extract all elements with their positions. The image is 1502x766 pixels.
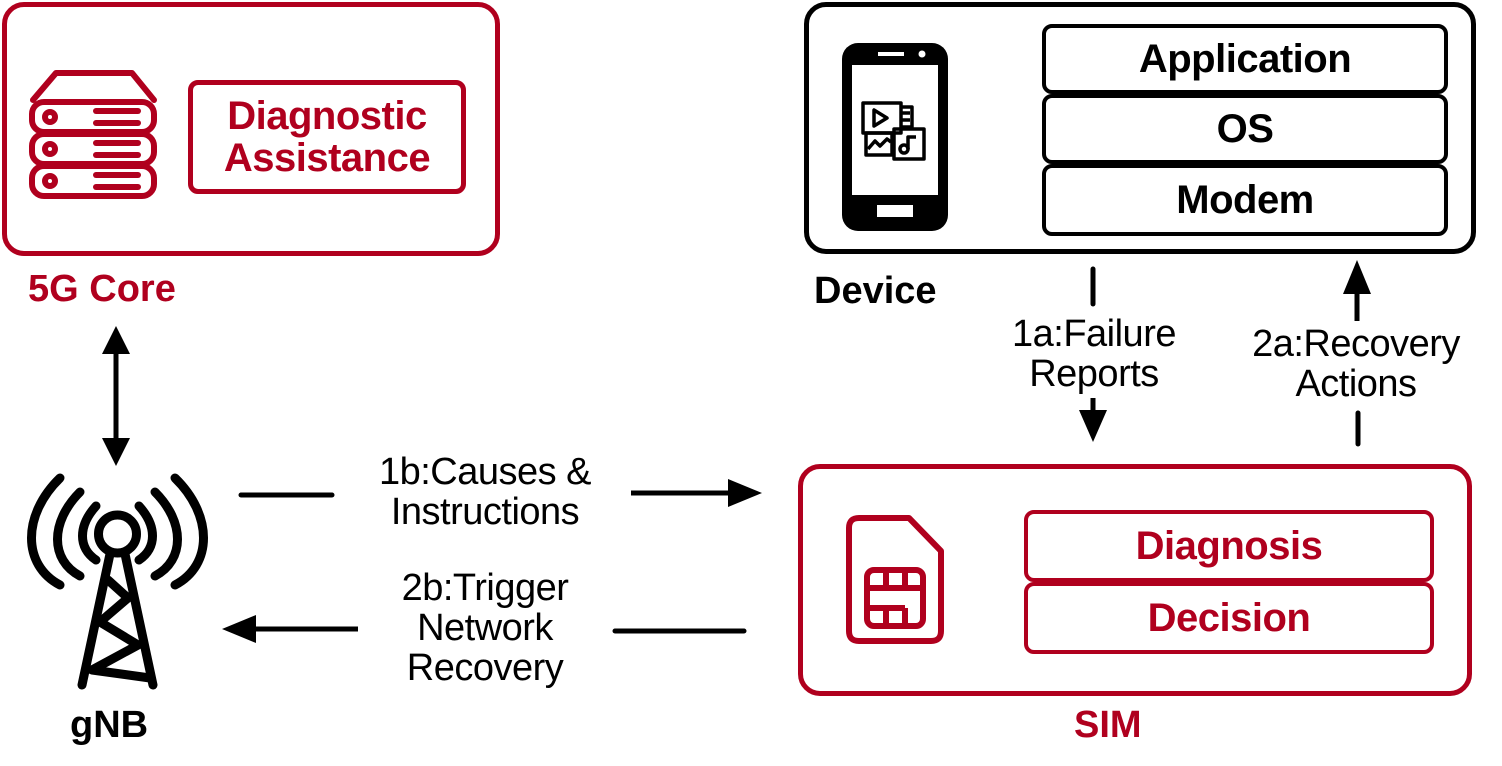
sim-module-decision: Decision (1024, 582, 1434, 654)
device-layer-modem: Modem (1042, 164, 1448, 236)
flow-1b-label: 1b:Causes & Instructions (378, 451, 592, 533)
flow-2b-line-right (612, 628, 747, 634)
device-layer-application: Application (1042, 24, 1448, 94)
core-container (2, 2, 500, 256)
flow-2a-arrow-up (1343, 260, 1371, 321)
server-stack-icon (29, 70, 157, 199)
device-layer-os: OS (1042, 94, 1448, 164)
smartphone-media-icon (842, 43, 948, 231)
sim-module-diagnosis: Diagnosis (1024, 510, 1434, 582)
flow-1a-line-top (1090, 266, 1096, 307)
core-gnb-arrow (102, 326, 130, 466)
flow-1b-arrow-right (631, 479, 762, 507)
flow-1a-arrow-down (1079, 398, 1107, 442)
flow-2a-line-bottom (1355, 410, 1361, 447)
core-label: 5G Core (28, 268, 176, 310)
sim-container (798, 464, 1472, 696)
flow-2b-label: 2b:Trigger Network Recovery (401, 567, 569, 689)
flow-1a-label: 1a:Failure Reports (1012, 313, 1176, 395)
flow-1b-line-left (238, 492, 335, 498)
gnb-label: gNB (70, 704, 149, 746)
device-label: Device (814, 270, 937, 312)
flow-2a-label: 2a:Recovery Actions (1252, 323, 1460, 405)
flow-2b-arrow-left (222, 615, 358, 643)
diagnostic-assistance-module: Diagnostic Assistance (188, 80, 466, 194)
sim-label: SIM (1074, 704, 1142, 746)
cell-tower-icon (27, 473, 208, 690)
device-container (804, 2, 1476, 254)
sim-card-icon (846, 515, 944, 644)
